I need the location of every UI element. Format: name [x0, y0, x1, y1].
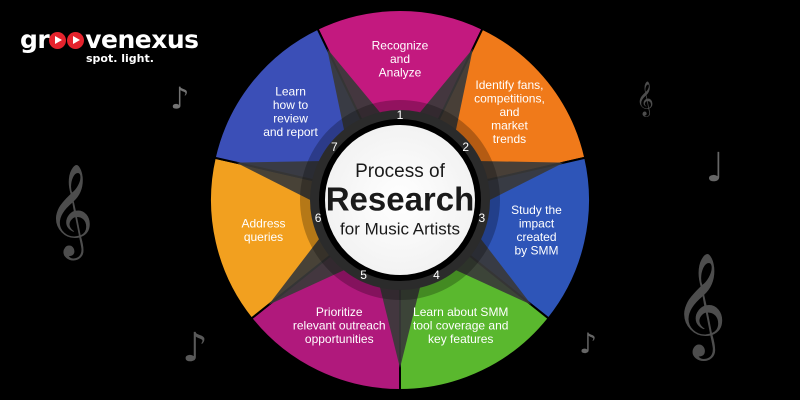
step-label-line: created [516, 230, 556, 244]
treble-clef-icon: 𝄞 [673, 252, 726, 361]
treble-clef-icon: 𝄞 [636, 82, 654, 118]
step-number: 3 [479, 211, 486, 225]
step-label-line: Study the [511, 203, 562, 217]
music-note-icon: ♩ [706, 145, 725, 191]
divider-wedge [236, 160, 331, 206]
divider-wedge [377, 276, 423, 368]
hub-title-line1: Process of [355, 161, 445, 182]
music-note-icon: ♪ [182, 325, 208, 371]
step-label-line: Recognize [372, 39, 429, 53]
step-number: 7 [331, 140, 338, 154]
step-label-line: Address [241, 217, 285, 231]
play-icon [49, 30, 85, 50]
step-label-line: Prioritize [316, 305, 363, 319]
step-label-line: review [273, 112, 308, 126]
hub-title-line3: for Music Artists [340, 219, 460, 238]
music-note-icon: ♪ [579, 327, 597, 360]
step-label-line: Learn about SMM [413, 305, 508, 319]
step-label-line: and [499, 105, 519, 119]
step-label-line: opportunities [305, 332, 374, 346]
step-label-line: queries [244, 230, 283, 244]
step-number: 6 [315, 211, 322, 225]
brand-logo: gr venexus spot. light. [20, 26, 230, 70]
step-number: 5 [360, 268, 367, 282]
decorations: ♪ 𝄞 ♩ 𝄞 𝄞 ♪ ♪ [46, 82, 726, 372]
step-label-line: trends [493, 132, 526, 146]
music-note-icon: ♪ [170, 82, 189, 117]
step-label-line: relevant outreach [293, 318, 386, 332]
hub-disc [319, 119, 481, 281]
step-label-line: tool coverage and [413, 318, 508, 332]
logo-tagline: spot. light. [86, 52, 154, 65]
divider-wedge [469, 160, 564, 206]
step-number: 2 [462, 140, 469, 154]
step-label-line: impact [519, 217, 555, 231]
step-label-line: and report [263, 125, 318, 139]
treble-clef-icon: 𝄞 [46, 163, 93, 260]
step-label-line: how to [273, 98, 309, 112]
step-number: 1 [397, 108, 404, 122]
logo-suffix: venexus [85, 25, 199, 54]
wheel-sector-1 [316, 9, 484, 203]
step-label-line: key features [428, 332, 493, 346]
hub-title-line2: Research [326, 181, 475, 218]
step-number: 4 [433, 268, 440, 282]
step-label-line: by SMM [514, 244, 558, 258]
logo-prefix: gr [20, 25, 50, 54]
step-label-line: and [390, 52, 410, 66]
step-label-line: Identify fans, [475, 78, 543, 92]
step-label-line: competitions, [474, 91, 545, 105]
logo-wordmark: gr venexus [20, 26, 199, 54]
step-label-line: Analyze [379, 66, 422, 80]
step-label-line: Learn [275, 85, 306, 99]
step-label-line: market [491, 118, 528, 132]
